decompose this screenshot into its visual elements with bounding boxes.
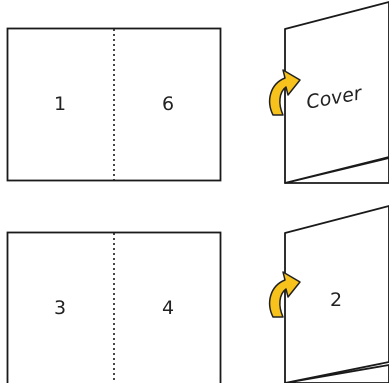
page-number-right: 4 — [162, 297, 174, 319]
top-folded-card: Cover — [270, 2, 389, 183]
page-number-left: 3 — [54, 297, 66, 319]
page-number-label: 2 — [330, 289, 342, 311]
sheet-outline — [8, 233, 221, 383]
page-number-left: 1 — [54, 93, 66, 115]
page-number-right: 6 — [162, 93, 174, 115]
bottom-folded-card: 2 — [270, 206, 389, 383]
bottom-flat-sheet: 3 4 — [8, 233, 221, 383]
top-flat-sheet: 1 6 — [8, 29, 221, 181]
